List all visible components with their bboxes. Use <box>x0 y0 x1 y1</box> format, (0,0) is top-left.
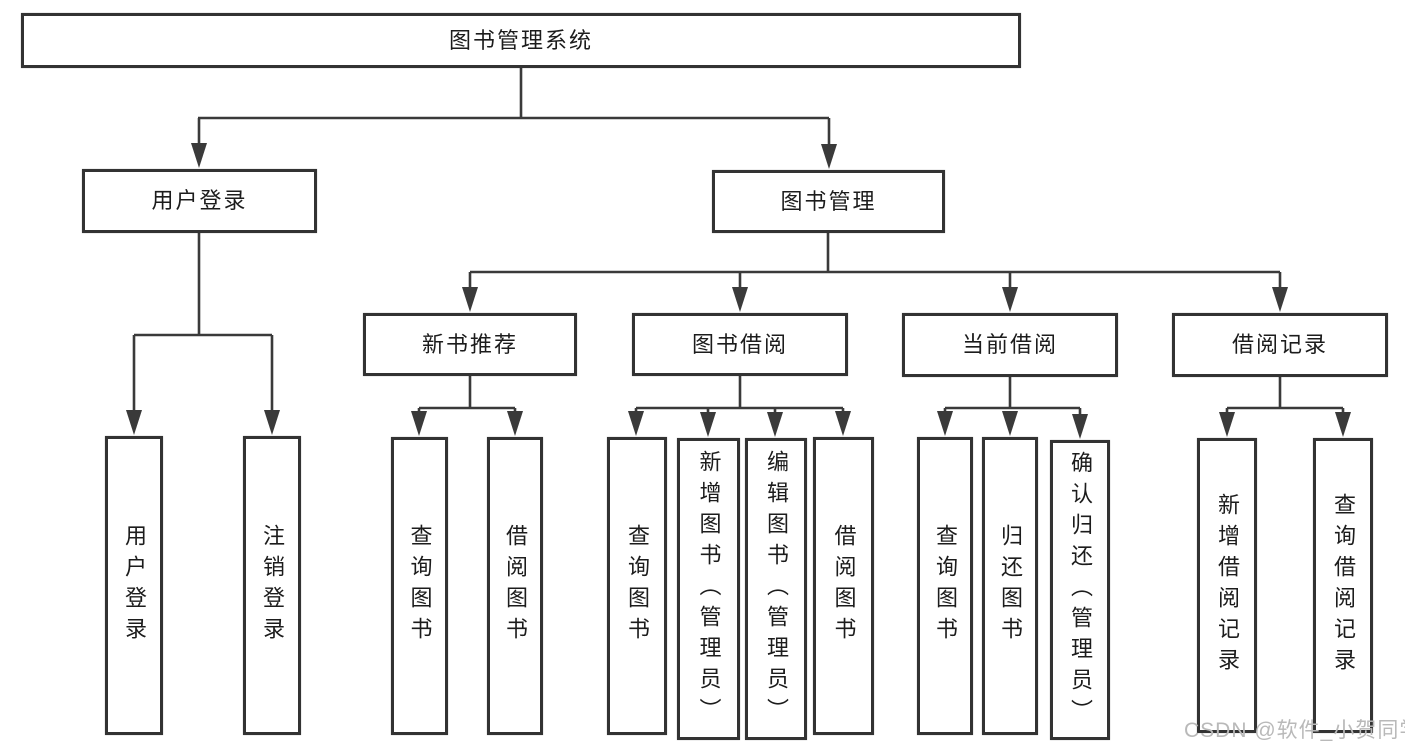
leaf-query-books-current: 查询图书 <box>917 437 973 735</box>
connector-new-book-branch <box>411 376 523 436</box>
node-new-book-recommendation: 新书推荐 <box>363 313 577 376</box>
leaf-borrow-books-recommend: 借阅图书 <box>487 437 543 735</box>
connector-root-to-level2 <box>191 68 837 169</box>
connector-current-borrowing-branch <box>937 377 1088 439</box>
leaf-return-books: 归还图书 <box>982 437 1038 735</box>
connector-user-login-branch <box>126 233 280 435</box>
leaf-edit-books-admin: 编辑图书（管理员） <box>745 438 807 740</box>
leaf-add-books-admin: 新增图书（管理员） <box>677 438 740 740</box>
leaf-borrow-books-borrowing: 借阅图书 <box>813 437 874 735</box>
connector-borrowing-records-branch <box>1219 377 1351 437</box>
leaf-query-books-borrowing: 查询图书 <box>607 437 667 735</box>
leaf-query-books-recommend: 查询图书 <box>391 437 448 735</box>
leaf-add-borrow-record: 新增借阅记录 <box>1197 438 1257 733</box>
leaf-logout-login: 注销登录 <box>243 436 301 735</box>
watermark: CSDN @软件_小贺同学 <box>1184 719 1405 742</box>
connector-book-borrowing-branch <box>628 376 851 437</box>
node-book-borrowing: 图书借阅 <box>632 313 848 376</box>
node-user-login: 用户登录 <box>82 169 317 233</box>
node-book-management: 图书管理 <box>712 170 945 233</box>
node-library-system: 图书管理系统 <box>21 13 1021 68</box>
leaf-user-login: 用户登录 <box>105 436 163 735</box>
node-current-borrowing: 当前借阅 <box>902 313 1118 377</box>
leaf-query-borrow-record: 查询借阅记录 <box>1313 438 1373 733</box>
leaf-confirm-return-admin: 确认归还（管理员） <box>1050 440 1110 740</box>
node-borrowing-records: 借阅记录 <box>1172 313 1388 377</box>
connector-book-management-branch <box>462 233 1288 312</box>
